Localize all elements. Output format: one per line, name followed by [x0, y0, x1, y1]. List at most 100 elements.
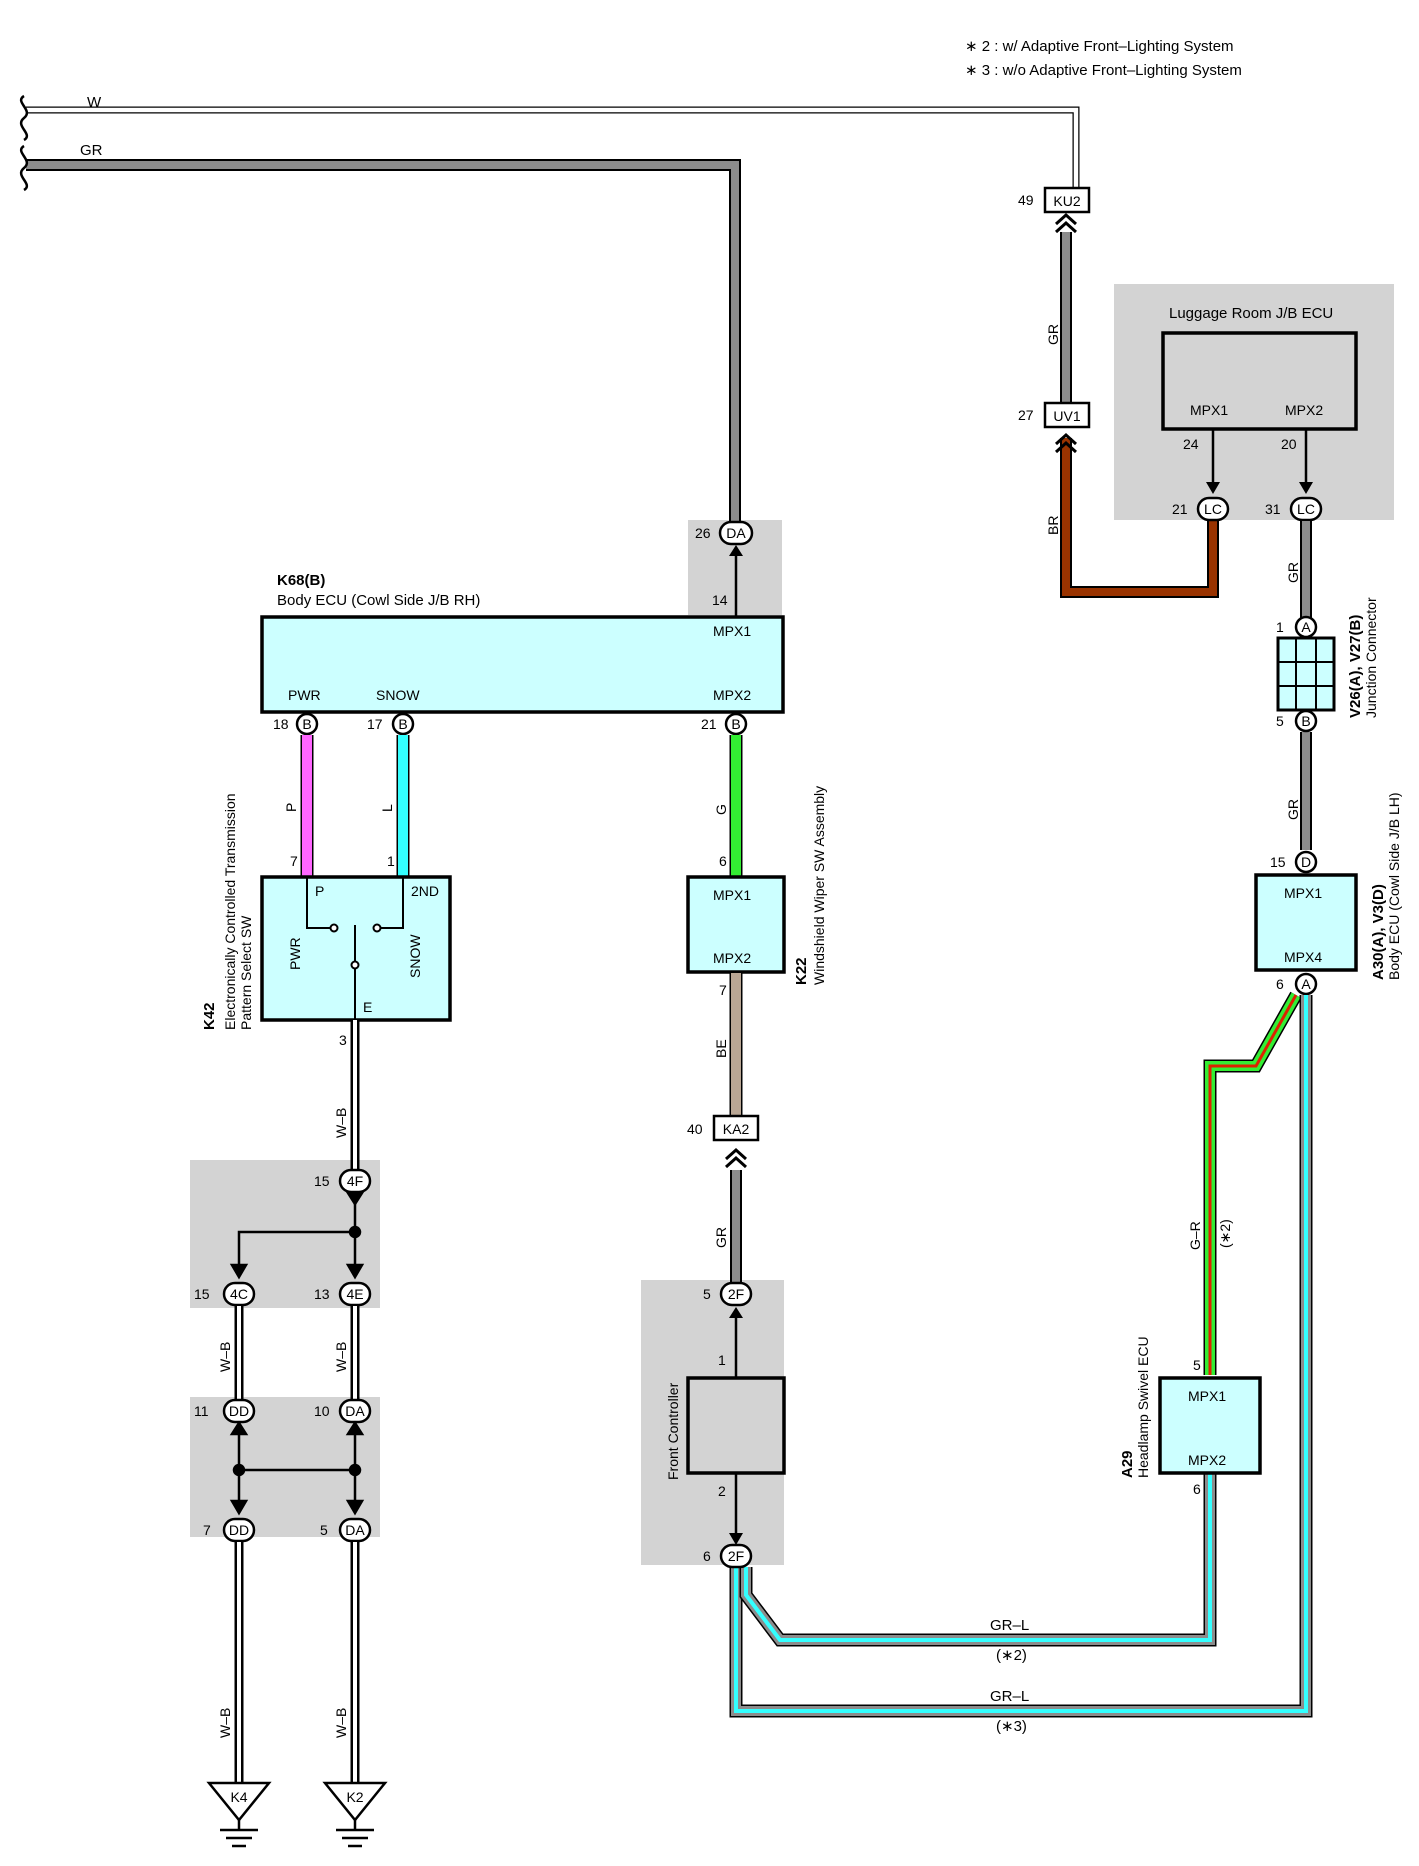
junction-connector — [1276, 615, 1336, 733]
body-ecu-lh-code: A30(A), V3(D) — [1370, 884, 1387, 980]
wiper-sw-box — [686, 875, 786, 974]
body-ecu-rh-pin-snow: SNOW — [376, 687, 420, 703]
splice-4f — [229, 1191, 365, 1280]
pattern-sw-pin-2nd: 2ND — [411, 883, 439, 899]
pattern-sw-name-1: Electronically Controlled Transmission — [222, 793, 238, 1030]
note-afs: ∗ 2 : w/ Adaptive Front–Lighting System — [965, 38, 1234, 55]
front-controller-box — [686, 1376, 786, 1475]
headlamp-ecu-pin-mpx1: MPX1 — [1188, 1388, 1226, 1404]
b-pin-17-label: B — [398, 716, 407, 732]
wire-label-l: L — [379, 804, 395, 812]
wire-label-wb-main: W–B — [333, 1108, 349, 1138]
pin-7-dd: 7 — [203, 1522, 211, 1538]
wire-label-wb-4e: W–B — [333, 1342, 349, 1372]
wire-label-wb-k4: W–B — [217, 1708, 233, 1738]
body-ecu-lh-conn-d: D — [1301, 854, 1311, 870]
connector-uv1-label: UV1 — [1053, 408, 1080, 424]
wire-label-g-r: G–R — [1187, 1221, 1203, 1250]
connector-4f-label: 4F — [347, 1173, 363, 1189]
body-ecu-lh-pin-mpx4: MPX4 — [1284, 949, 1322, 965]
luggage-ecu-name: Luggage Room J/B ECU — [1169, 305, 1333, 322]
wiper-sw-pin-mpx1: MPX1 — [713, 887, 751, 903]
headlamp-ecu-box — [1158, 1376, 1262, 1475]
pin-5-headlamp: 5 — [1193, 1357, 1201, 1373]
ground-k4-label: K4 — [230, 1789, 247, 1805]
wire-wb-branches — [234, 1306, 360, 1400]
connector-dd-7 — [222, 1517, 256, 1543]
wire-label-g: G — [713, 804, 729, 815]
connector-da-10-label: DA — [345, 1403, 365, 1419]
body-ecu-lh-pin-d — [1294, 850, 1318, 874]
pin-6-wiper: 6 — [719, 853, 727, 869]
pin-15-lh: 15 — [1270, 854, 1286, 870]
body-ecu-rh-pin-mpx1: MPX1 — [713, 623, 751, 639]
pin-2-front: 2 — [718, 1483, 726, 1499]
pattern-sw-pin-e: E — [363, 999, 372, 1015]
pin-27: 27 — [1018, 407, 1034, 423]
pin-7-sw: 7 — [290, 853, 298, 869]
wiper-sw-pin-mpx2: MPX2 — [713, 950, 751, 966]
body-ecu-lh-box — [1254, 873, 1358, 972]
body-ecu-rh-name: Body ECU (Cowl Side J/B RH) — [277, 592, 480, 609]
pin-26: 26 — [695, 525, 711, 541]
wire-label-wb-k2: W–B — [333, 1708, 349, 1738]
wiper-sw-name: Windshield Wiper SW Assembly — [811, 786, 827, 985]
jc-name: Junction Connector — [1363, 597, 1379, 718]
pin-5-da: 5 — [320, 1522, 328, 1538]
wire-w — [26, 106, 1080, 195]
arrow-2f-top — [729, 1307, 743, 1318]
headlamp-ecu-name: Headlamp Swivel ECU — [1135, 1336, 1151, 1478]
connector-dd-7-label: DD — [229, 1522, 249, 1538]
headlamp-ecu-pin-mpx2: MPX2 — [1188, 1452, 1226, 1468]
connector-da-26 — [718, 520, 754, 546]
wire-label-p: P — [283, 803, 299, 812]
pin-14: 14 — [712, 592, 728, 608]
connector-da-5 — [338, 1517, 372, 1543]
wire-gr-l-2 — [739, 1472, 1217, 1647]
wire-label-gr-l-3: GR–L — [990, 1688, 1029, 1705]
pin-5-jc: 5 — [1276, 713, 1284, 729]
connector-dd-11-label: DD — [229, 1403, 249, 1419]
body-ecu-lh-pin-mpx1: MPX1 — [1284, 885, 1322, 901]
connector-lc-21 — [1196, 496, 1230, 522]
connector-da-26-label: DA — [726, 525, 746, 541]
pin-3: 3 — [339, 1032, 347, 1048]
pin-6-2f: 6 — [703, 1548, 711, 1564]
pin-31: 31 — [1265, 501, 1281, 517]
connector-4c — [222, 1281, 256, 1307]
body-ecu-rh-pin-mpx2: MPX2 — [713, 687, 751, 703]
wire-break-marks — [19, 94, 29, 192]
wire-label-gr-top: GR — [80, 142, 103, 159]
front-controller-name: Front Controller — [665, 1382, 681, 1480]
pin-6-lh: 6 — [1276, 976, 1284, 992]
note-no-afs: ∗ 3 : w/o Adaptive Front–Lighting System — [965, 62, 1242, 79]
pin-21-lc: 21 — [1172, 501, 1188, 517]
arrow-20 — [1299, 482, 1313, 494]
connector-4e-label: 4E — [346, 1286, 363, 1302]
wire-label-gr-front: GR — [713, 1227, 729, 1248]
connector-ku2 — [1043, 186, 1091, 234]
arrow-24 — [1206, 482, 1220, 494]
jc-pin-b: B — [1301, 713, 1310, 729]
pin-20: 20 — [1281, 436, 1297, 452]
connector-lc-31-label: LC — [1297, 501, 1315, 517]
connector-2f-5-label: 2F — [728, 1286, 744, 1302]
wire-label-gr-l-2: GR–L — [990, 1617, 1029, 1634]
connector-ku2-label: KU2 — [1053, 193, 1080, 209]
pin-1-jc: 1 — [1276, 619, 1284, 635]
wire-note-2-gr-l: (∗2) — [996, 1647, 1027, 1664]
luggage-ecu-pin-mpx1: MPX1 — [1190, 402, 1228, 418]
pin-49: 49 — [1018, 192, 1034, 208]
wire-gr-l-3 — [729, 995, 1313, 1718]
pattern-sw-pin-snow: SNOW — [407, 934, 423, 978]
jc-code: V26(A), V27(B) — [1347, 615, 1364, 718]
wire-label-gr-jc-top: GR — [1285, 562, 1301, 583]
pin-5-2f: 5 — [703, 1286, 711, 1302]
jc-pin-a: A — [1301, 619, 1311, 635]
headlamp-ecu-code: A29 — [1119, 1450, 1136, 1478]
wire-g-r — [1203, 991, 1302, 1375]
connector-2f-6 — [719, 1543, 753, 1569]
pattern-sw-internals — [306, 877, 404, 1020]
pin-40: 40 — [687, 1121, 703, 1137]
wire-label-w: W — [87, 94, 102, 111]
